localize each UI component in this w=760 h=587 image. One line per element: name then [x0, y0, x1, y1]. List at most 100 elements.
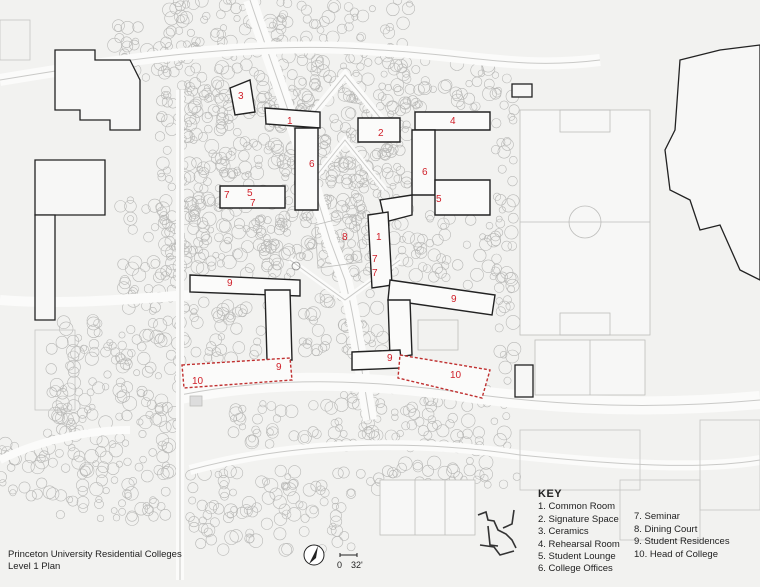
tree [350, 190, 360, 199]
tree [142, 389, 154, 401]
tree [415, 246, 428, 259]
room-labels: 3 1 6 7 5 7 2 4 6 5 8 1 7 7 9 9 9 9 10 1… [192, 91, 462, 387]
tree [194, 198, 207, 211]
tree [261, 257, 275, 271]
tree [115, 352, 125, 363]
room-label-7b: 7 [250, 198, 256, 209]
tree [501, 240, 513, 252]
tree [0, 471, 7, 483]
tree [355, 468, 366, 479]
tree [141, 204, 151, 214]
tree [263, 239, 271, 247]
tree [260, 517, 273, 530]
tree [401, 2, 415, 15]
tree [161, 96, 173, 108]
tree [190, 260, 205, 274]
tree [471, 76, 483, 88]
tree [99, 450, 113, 464]
tree [184, 112, 197, 125]
tree [121, 439, 130, 447]
tree [288, 84, 296, 92]
tree [131, 334, 142, 345]
tree [198, 516, 207, 525]
tree [326, 525, 337, 536]
tree [92, 381, 105, 395]
tree [456, 431, 464, 439]
tree [268, 137, 282, 152]
tree [223, 503, 238, 518]
tree [127, 215, 134, 222]
tree [366, 477, 375, 486]
tree [209, 517, 220, 528]
tree [142, 504, 154, 517]
tree [95, 446, 107, 458]
tree [95, 495, 103, 503]
tree [465, 79, 473, 88]
tree [136, 385, 148, 397]
tree [34, 454, 49, 470]
tree [483, 480, 492, 489]
tree [392, 469, 401, 478]
tree [377, 149, 387, 159]
tree [323, 296, 336, 309]
tree [352, 69, 360, 77]
tree [302, 339, 312, 349]
tree [311, 19, 321, 30]
tree [263, 478, 279, 493]
tree [121, 478, 135, 492]
tree [311, 323, 325, 337]
tree [176, 14, 190, 28]
tree [336, 502, 347, 513]
tree [361, 426, 376, 441]
tree [401, 421, 411, 431]
tree [356, 180, 364, 188]
tree [397, 63, 408, 74]
tree [163, 27, 175, 39]
tree [46, 487, 60, 501]
tree [329, 509, 342, 522]
tree [319, 341, 330, 352]
tree [107, 37, 122, 53]
tree [210, 28, 220, 38]
tree [166, 349, 177, 361]
tree [110, 507, 118, 514]
tree [309, 506, 318, 515]
tree [268, 253, 281, 266]
tree [131, 37, 140, 46]
tree [18, 481, 31, 494]
tree [402, 96, 411, 105]
tree [410, 97, 422, 109]
tree [284, 404, 299, 418]
tree [66, 359, 81, 374]
tree [165, 175, 173, 183]
tree [187, 482, 199, 494]
tree [331, 536, 344, 548]
tree [7, 484, 18, 495]
tree [371, 148, 383, 160]
tree [84, 351, 99, 366]
tree [410, 249, 421, 259]
tree [224, 530, 239, 545]
tree [52, 411, 65, 424]
tree [149, 306, 157, 315]
tree [155, 333, 166, 344]
tree [80, 344, 89, 354]
tree [274, 220, 285, 230]
tree [282, 228, 291, 237]
tree [499, 100, 509, 110]
tree [490, 266, 501, 277]
tree [302, 250, 314, 261]
tree [233, 166, 241, 174]
tree [202, 510, 213, 520]
tree [62, 402, 73, 413]
tree [365, 289, 375, 299]
tree [285, 209, 298, 222]
tree [267, 263, 282, 278]
tree [384, 83, 392, 92]
tree [279, 163, 292, 176]
tree [153, 271, 165, 283]
tree [338, 157, 349, 169]
tree [296, 54, 309, 66]
tree [271, 144, 284, 157]
tree [493, 344, 507, 358]
